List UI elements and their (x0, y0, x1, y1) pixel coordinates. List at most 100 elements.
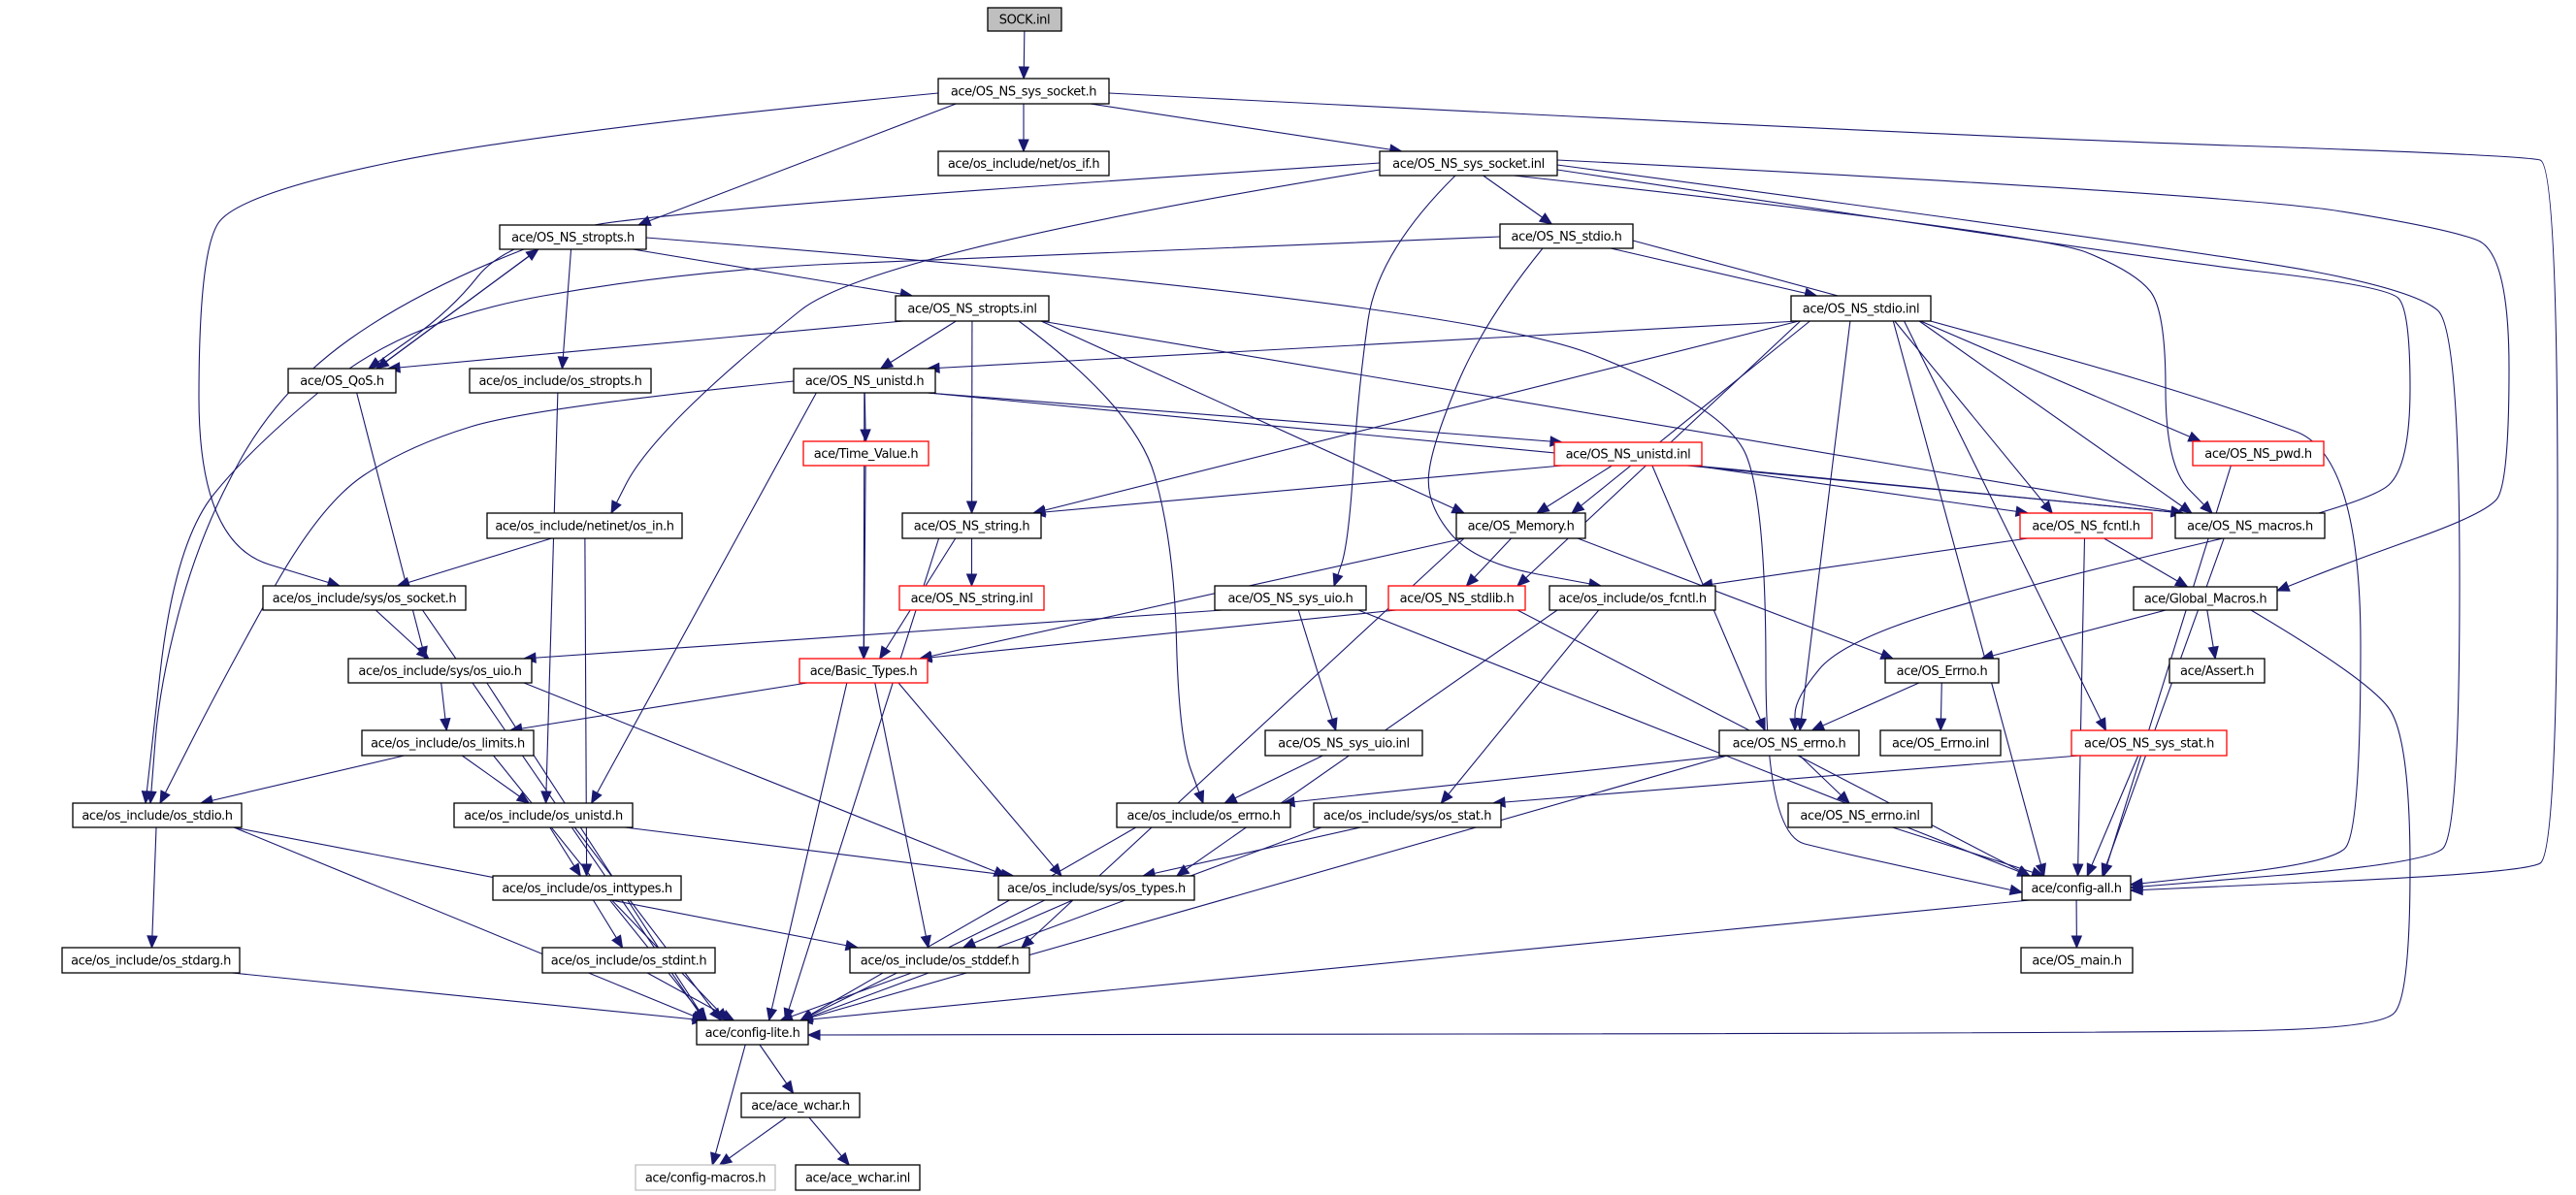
node-box[interactable] (1116, 802, 1291, 828)
node-os-stdarg-h[interactable]: ace/os_include/os_stdarg.h (61, 947, 241, 974)
node-os-stddef-h[interactable]: ace/os_include/os_stddef.h (849, 947, 1030, 974)
node-sys-os-uio-h[interactable]: ace/os_include/sys/os_uio.h (347, 658, 533, 684)
node-config-lite-h[interactable]: ace/config-lite.h (696, 1019, 809, 1046)
node-time-value-h[interactable]: ace/Time_Value.h (802, 440, 929, 467)
node-box[interactable] (1214, 585, 1367, 611)
node-os-ns-sys-uio-inl[interactable]: ace/OS_NS_sys_uio.inl (1264, 729, 1423, 757)
node-os-ns-unistd-inl[interactable]: ace/OS_NS_unistd.inl (1553, 441, 1703, 467)
node-sock-inl[interactable]: SOCK.inl (987, 7, 1062, 32)
node-os-ns-fcntl-h[interactable]: ace/OS_NS_fcntl.h (2019, 512, 2153, 539)
node-os-ns-sys-stat-h[interactable]: ace/OS_NS_sys_stat.h (2071, 729, 2228, 757)
node-os-include-os-stropts-h[interactable]: ace/os_include/os_stropts.h (469, 368, 652, 394)
node-box[interactable] (2019, 512, 2153, 539)
node-box[interactable] (1379, 150, 1558, 177)
node-os-stdint-h[interactable]: ace/os_include/os_stdint.h (541, 947, 716, 974)
node-os-ns-string-inl[interactable]: ace/OS_NS_string.inl (898, 585, 1045, 611)
node-ace-wchar-h[interactable]: ace/ace_wchar.h (740, 1092, 861, 1118)
node-box[interactable] (849, 947, 1030, 974)
node-os-errno-h[interactable]: ace/OS_Errno.h (1884, 658, 2000, 684)
node-box[interactable] (486, 512, 683, 539)
node-box[interactable] (793, 368, 936, 394)
node-box[interactable] (541, 947, 716, 974)
node-os-ns-sys-socket-h[interactable]: ace/OS_NS_sys_socket.h (937, 78, 1110, 105)
node-box[interactable] (1387, 585, 1526, 611)
node-os-ns-string-h[interactable]: ace/OS_NS_string.h (901, 512, 1042, 539)
node-os-ns-macros-h[interactable]: ace/OS_NS_macros.h (2174, 512, 2326, 539)
node-box[interactable] (1264, 729, 1423, 757)
node-os-include-os-fcntl-h[interactable]: ace/os_include/os_fcntl.h (1549, 585, 1716, 611)
node-box[interactable] (72, 802, 243, 828)
node-box[interactable] (799, 658, 929, 684)
node-os-ns-pwd-h[interactable]: ace/OS_NS_pwd.h (2192, 440, 2325, 467)
node-os-ns-stropts-h[interactable]: ace/OS_NS_stropts.h (499, 224, 647, 250)
node-box[interactable] (696, 1019, 809, 1046)
node-box[interactable] (997, 875, 1195, 901)
node-box[interactable] (1553, 441, 1703, 467)
node-os-include-os-errno-h[interactable]: ace/os_include/os_errno.h (1116, 802, 1291, 828)
node-box[interactable] (262, 585, 467, 611)
node-box[interactable] (2192, 440, 2325, 467)
node-box[interactable] (361, 729, 535, 757)
node-box[interactable] (61, 947, 241, 974)
node-box[interactable] (1879, 729, 2002, 757)
node-global-macros-h[interactable]: ace/Global_Macros.h (2133, 586, 2278, 611)
node-box[interactable] (1884, 658, 2000, 684)
node-box[interactable] (1313, 802, 1502, 828)
node-sys-os-types-h[interactable]: ace/os_include/sys/os_types.h (997, 875, 1195, 901)
node-box[interactable] (499, 224, 647, 250)
node-os-include-os-unistd-h[interactable]: ace/os_include/os_unistd.h (453, 802, 634, 828)
node-box[interactable] (1455, 512, 1586, 539)
node-os-include-os-stdio-h[interactable]: ace/os_include/os_stdio.h (72, 802, 243, 828)
node-box[interactable] (895, 295, 1050, 322)
node-box[interactable] (1790, 295, 1932, 322)
node-assert-h[interactable]: ace/Assert.h (2168, 658, 2266, 684)
node-box[interactable] (347, 658, 533, 684)
node-box[interactable] (2020, 947, 2134, 974)
node-os-ns-sys-socket-inl[interactable]: ace/OS_NS_sys_socket.inl (1379, 150, 1558, 177)
node-os-errno-inl[interactable]: ace/OS_Errno.inl (1879, 729, 2002, 757)
node-box[interactable] (2021, 875, 2132, 901)
node-box[interactable] (802, 440, 929, 467)
node-box[interactable] (492, 875, 682, 901)
node-os-ns-sys-uio-h[interactable]: ace/OS_NS_sys_uio.h (1214, 585, 1367, 611)
node-os-inttypes-h[interactable]: ace/os_include/os_inttypes.h (492, 875, 682, 901)
node-box[interactable] (453, 802, 634, 828)
node-box[interactable] (1787, 802, 1933, 828)
node-box[interactable] (898, 585, 1045, 611)
node-box[interactable] (1499, 223, 1634, 249)
node-sys-os-stat-h[interactable]: ace/os_include/sys/os_stat.h (1313, 802, 1502, 828)
node-os-if-h[interactable]: ace/os_include/net/os_if.h (937, 150, 1110, 177)
node-os-ns-errno-h[interactable]: ace/OS_NS_errno.h (1718, 729, 1860, 757)
node-os-limits-h[interactable]: ace/os_include/os_limits.h (361, 729, 535, 757)
node-box[interactable] (469, 368, 652, 394)
node-os-ns-stdlib-h[interactable]: ace/OS_NS_stdlib.h (1387, 585, 1526, 611)
node-box[interactable] (1718, 729, 1860, 757)
node-box[interactable] (937, 78, 1110, 105)
node-box[interactable] (795, 1164, 921, 1191)
node-config-all-h[interactable]: ace/config-all.h (2021, 875, 2132, 901)
node-ace-wchar-inl[interactable]: ace/ace_wchar.inl (795, 1164, 921, 1191)
node-os-ns-stdio-h[interactable]: ace/OS_NS_stdio.h (1499, 223, 1634, 249)
node-os-qos-h[interactable]: ace/OS_QoS.h (287, 368, 397, 394)
node-box[interactable] (740, 1092, 861, 1118)
node-os-main-h[interactable]: ace/OS_main.h (2020, 947, 2134, 974)
node-os-ns-unistd-h[interactable]: ace/OS_NS_unistd.h (793, 368, 936, 394)
node-box[interactable] (2071, 729, 2228, 757)
node-box[interactable] (287, 368, 397, 394)
node-config-macros-h[interactable]: ace/config-macros.h (635, 1164, 776, 1191)
node-sys-os-socket-h[interactable]: ace/os_include/sys/os_socket.h (262, 585, 467, 611)
node-netinet-os-in-h[interactable]: ace/os_include/netinet/os_in.h (486, 512, 683, 539)
node-os-ns-errno-inl[interactable]: ace/OS_NS_errno.inl (1787, 802, 1933, 828)
node-box[interactable] (635, 1164, 776, 1191)
node-box[interactable] (2133, 586, 2278, 611)
node-basic-types-h[interactable]: ace/Basic_Types.h (799, 658, 929, 684)
node-box[interactable] (901, 512, 1042, 539)
node-box[interactable] (987, 7, 1062, 32)
node-box[interactable] (937, 150, 1110, 177)
node-box[interactable] (2174, 512, 2326, 539)
node-os-ns-stropts-inl[interactable]: ace/OS_NS_stropts.inl (895, 295, 1050, 322)
node-box[interactable] (1549, 585, 1716, 611)
node-os-memory-h[interactable]: ace/OS_Memory.h (1455, 512, 1586, 539)
node-os-ns-stdio-inl[interactable]: ace/OS_NS_stdio.inl (1790, 295, 1932, 322)
node-box[interactable] (2168, 658, 2266, 684)
